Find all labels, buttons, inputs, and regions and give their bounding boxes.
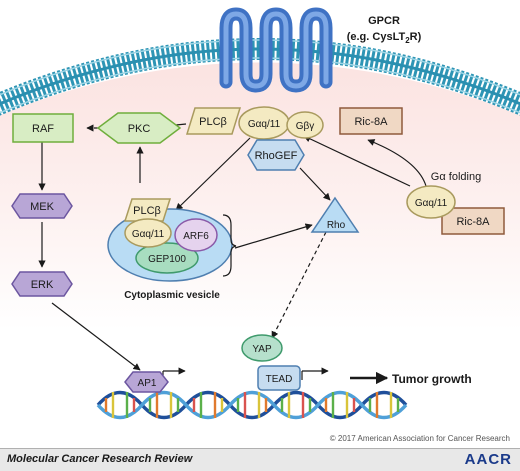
tead-node bbox=[257, 365, 301, 391]
ap1-label: AP1 bbox=[138, 378, 157, 389]
erk-node bbox=[11, 271, 73, 297]
gpcr-label: GPCR bbox=[368, 15, 400, 27]
footer-bar: Molecular Cancer Research Review AACR bbox=[0, 448, 520, 471]
gep100-label: GEP100 bbox=[148, 254, 186, 265]
yap-node bbox=[241, 334, 283, 362]
plcb-vesicle-node bbox=[123, 198, 172, 222]
gep100-node bbox=[135, 242, 199, 274]
gaq-vesicle-label: Gαq/11 bbox=[132, 229, 165, 240]
ric8a-membrane-label: Ric-8A bbox=[354, 116, 388, 128]
raf-node bbox=[12, 113, 74, 143]
arf6-node bbox=[174, 218, 218, 252]
ric8a-free-node bbox=[441, 207, 505, 235]
ric8a-free-label: Ric-8A bbox=[456, 216, 490, 228]
tumor-growth-label: Tumor growth bbox=[392, 372, 472, 386]
ap1-node bbox=[124, 371, 169, 393]
arf6-label: ARF6 bbox=[183, 231, 209, 242]
journal-title: Molecular Cancer Research Review bbox=[7, 453, 193, 465]
mek-label: MEK bbox=[30, 201, 55, 213]
plcb-membrane-label: PLCβ bbox=[199, 116, 227, 128]
gby-node bbox=[286, 111, 324, 139]
yap-label: YAP bbox=[252, 344, 272, 355]
gaq-free-node bbox=[406, 185, 456, 219]
pkc-label: PKC bbox=[128, 123, 151, 135]
plcb-membrane-node bbox=[185, 107, 242, 135]
rho-label: Rho bbox=[327, 220, 346, 231]
plcb-vesicle-label: PLCβ bbox=[133, 205, 161, 217]
tead-label: TEAD bbox=[266, 374, 293, 385]
galpha-folding-label: Gα folding bbox=[431, 171, 481, 183]
rhogef-label: RhoGEF bbox=[255, 150, 298, 162]
vesicle-label: Cytoplasmic vesicle bbox=[124, 290, 220, 301]
rhogef-node bbox=[247, 139, 305, 171]
signaling-pathway-diagram: GPCR (e.g. CysLT2R) RAF PKC MEK ERK PLCβ… bbox=[0, 7, 520, 443]
ric8a-membrane-node bbox=[339, 107, 403, 135]
gaq-membrane-label: Gαq/11 bbox=[248, 119, 281, 130]
gaq-free-label: Gαq/11 bbox=[415, 198, 448, 209]
vesicle-bracket bbox=[222, 214, 237, 277]
gpcr-example-label: (e.g. CysLT2R) bbox=[347, 31, 422, 45]
rho-node bbox=[310, 196, 360, 233]
gby-label: Gβγ bbox=[296, 121, 315, 132]
pkc-node bbox=[96, 112, 182, 144]
aacr-logo: AACR bbox=[464, 451, 512, 468]
raf-label: RAF bbox=[32, 123, 54, 135]
gaq-vesicle-node bbox=[124, 218, 172, 248]
mek-node bbox=[11, 193, 73, 219]
dna-helix bbox=[96, 390, 408, 420]
pathway-arrows bbox=[38, 121, 427, 385]
copyright-text: © 2017 American Association for Cancer R… bbox=[330, 434, 510, 443]
erk-label: ERK bbox=[31, 279, 54, 291]
